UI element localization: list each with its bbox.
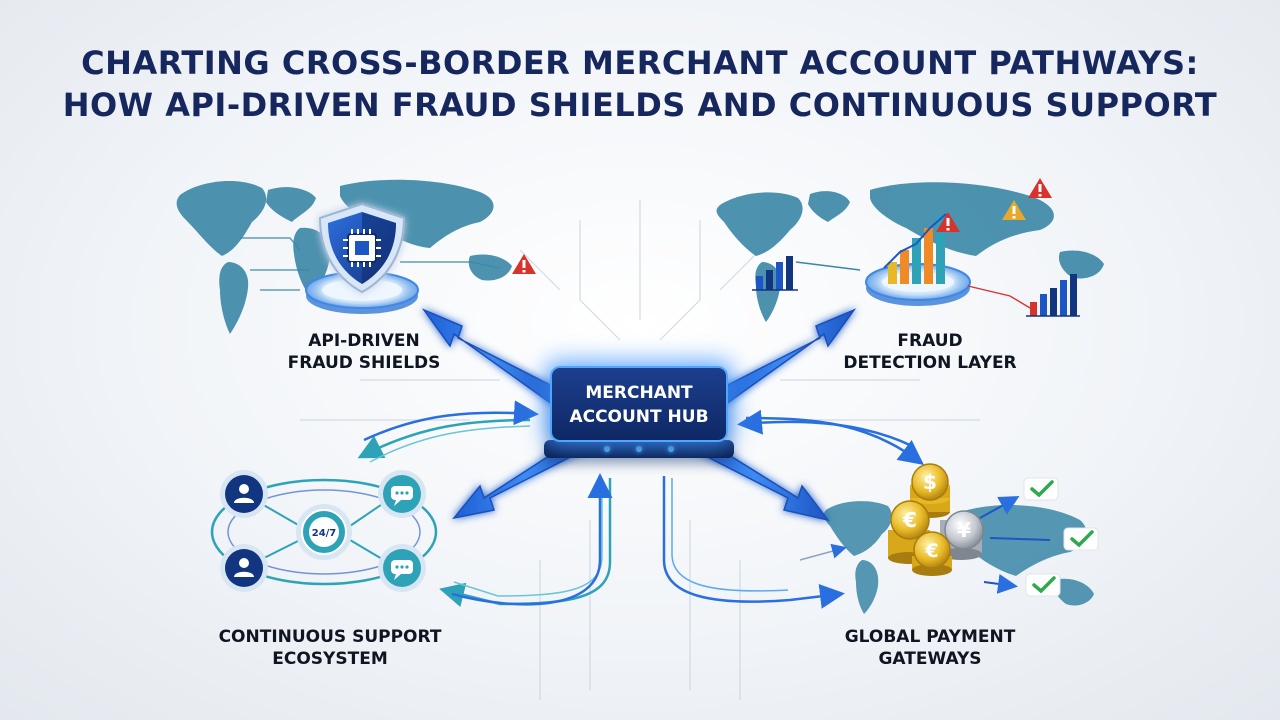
user-icon (220, 544, 268, 592)
currency-symbol: € (924, 540, 938, 562)
support-flow-arrows (357, 400, 613, 607)
chat-bubble-icon (378, 544, 426, 592)
label-fraud-detection-line-2: DETECTION LAYER (843, 353, 1017, 373)
warning-triangle-icon (936, 178, 1052, 232)
hub-base (544, 440, 734, 458)
check-mark-icon (1023, 477, 1099, 597)
world-map-icon-top-right (716, 182, 1104, 322)
label-payments-line-1: GLOBAL PAYMENT (844, 627, 1016, 647)
currency-symbol: $ (923, 470, 937, 494)
label-payment-gateways: GLOBAL PAYMENT GATEWAYS (820, 626, 1040, 670)
label-support-line-1: CONTINUOUS SUPPORT (218, 627, 442, 647)
support-badge-text: 24/7 (312, 528, 337, 539)
label-support-line-2: ECOSYSTEM (272, 649, 388, 669)
hub-indicator-light (604, 446, 610, 452)
hub-arrow-to-fraud-shields (421, 308, 562, 406)
hub-label-line-2: ACCOUNT HUB (569, 407, 709, 427)
bar-chart-icon-right (1026, 274, 1080, 317)
background-circuit-lines (300, 200, 980, 700)
fraud-link-lines (795, 261, 1031, 309)
merchant-account-hub: MERCHANT ACCOUNT HUB (550, 366, 728, 442)
hub-indicator-light (668, 446, 674, 452)
bar-chart-icon-main (883, 213, 947, 284)
hub-indicator-light (636, 446, 642, 452)
page-title: CHARTING CROSS-BORDER MERCHANT ACCOUNT P… (0, 42, 1280, 126)
bar-chart-icon-left (752, 256, 798, 291)
title-line-2: HOW API-DRIVEN FRAUD SHIELDS AND CONTINU… (62, 86, 1218, 124)
user-icon (220, 470, 268, 518)
world-map-icon-bottom-right (823, 501, 1094, 614)
label-fraud-detection: FRAUD DETECTION LAYER (820, 330, 1040, 374)
warning-triangle-icon (512, 254, 536, 274)
payment-flow-arrows (662, 409, 924, 609)
payment-link-lines (979, 496, 1051, 594)
hub-label-line-1: MERCHANT (585, 383, 693, 403)
title-line-1: CHARTING CROSS-BORDER MERCHANT ACCOUNT P… (81, 44, 1199, 82)
label-fraud-shields: API-DRIVEN FRAUD SHIELDS (264, 330, 464, 374)
support-ring (210, 478, 438, 586)
currency-symbol: € (902, 508, 917, 532)
label-fraud-shields-line-1: API-DRIVEN (308, 331, 420, 351)
label-fraud-shields-line-2: FRAUD SHIELDS (287, 353, 441, 373)
hub-arrow-to-fraud-detection (716, 308, 857, 406)
label-payments-line-2: GATEWAYS (878, 649, 982, 669)
currency-symbol: ¥ (957, 518, 971, 542)
map-link-lines-top-left (240, 237, 501, 291)
support-24-7-badge (296, 504, 352, 560)
shield-chip-icon (318, 202, 406, 294)
chat-bubble-icon (378, 470, 426, 518)
coin-stack-icon (888, 463, 984, 576)
label-support-ecosystem: CONTINUOUS SUPPORT ECOSYSTEM (200, 626, 460, 670)
label-fraud-detection-line-1: FRAUD (897, 331, 963, 351)
